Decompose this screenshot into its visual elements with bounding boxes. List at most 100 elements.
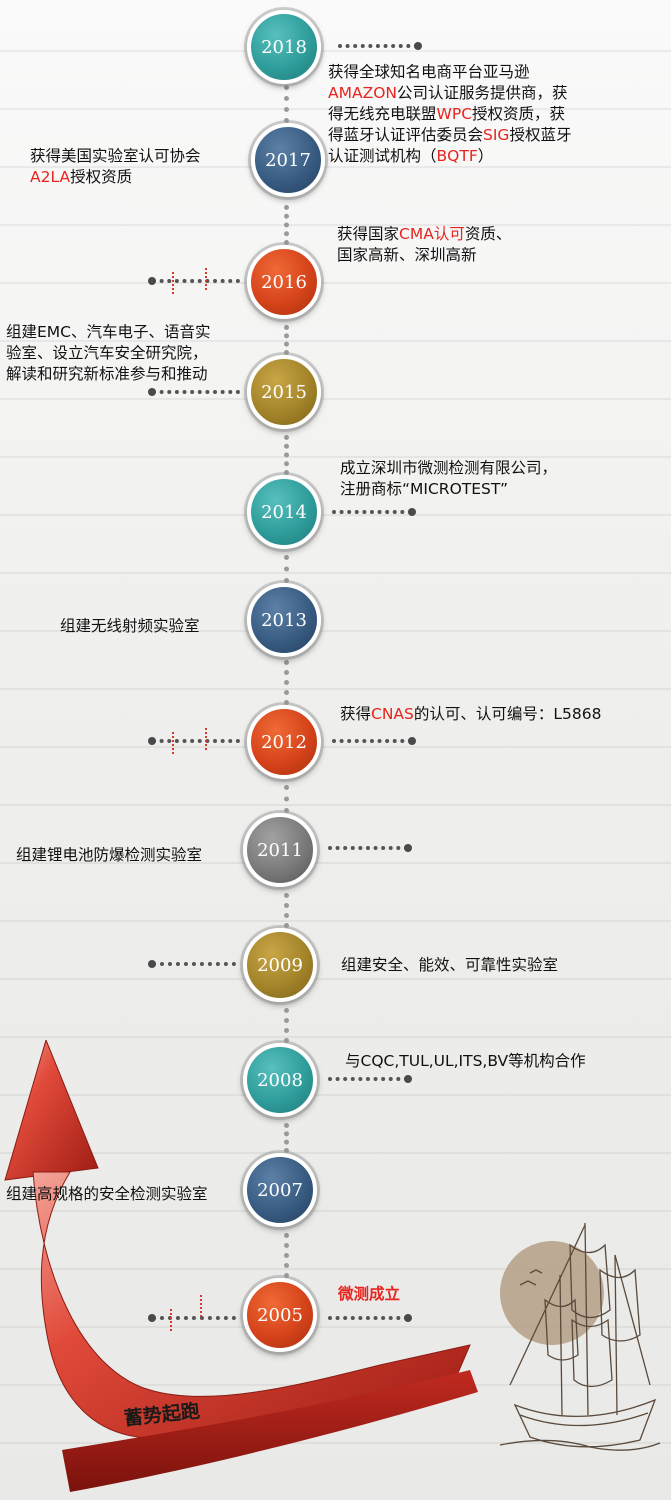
year-node-2014: 2014	[247, 475, 321, 549]
year-label: 2016	[261, 271, 307, 293]
timeline-spine	[284, 1233, 289, 1278]
connector-right	[328, 1075, 412, 1083]
milestone-text-2013: 组建无线射频实验室	[60, 616, 260, 637]
year-node-2013: 2013	[247, 583, 321, 657]
text-line: 国家高新、深圳高新	[337, 246, 477, 264]
connector-tick	[170, 1309, 172, 1331]
connector-tick	[200, 1295, 202, 1317]
highlight-word: AMAZON	[328, 84, 397, 102]
text-line: 注册商标“MICROTEST”	[340, 480, 509, 498]
connector-right	[328, 1314, 412, 1322]
timeline-spine	[284, 1123, 289, 1153]
milestone-text-2018: 获得全球知名电商平台亚马逊 AMAZON公司认证服务提供商，获 得无线充电联盟W…	[328, 62, 668, 167]
year-label: 2008	[257, 1069, 303, 1091]
text-line: 与CQC,TUL,UL,ITS,BV等机构合作	[345, 1052, 586, 1070]
connector-left	[148, 277, 240, 285]
connector-left	[148, 737, 240, 745]
year-node-2015: 2015	[247, 355, 321, 429]
text-segment: 资质、	[464, 225, 512, 243]
timeline-spine	[284, 785, 289, 813]
text-line: 认证测试机构（BQTF）	[328, 146, 668, 167]
highlight-word: CNAS	[371, 705, 414, 723]
text-segment: 授权蓝牙	[509, 126, 572, 144]
year-node-2012: 2012	[247, 705, 321, 779]
connector-tick	[205, 268, 207, 290]
year-node-2007: 2007	[243, 1153, 317, 1227]
year-node-2005: 2005	[243, 1278, 317, 1352]
connector-left	[148, 960, 236, 968]
timeline-spine	[284, 85, 289, 123]
text-line: A2LA授权资质	[30, 167, 250, 188]
year-node-2018: 2018	[247, 10, 321, 84]
timeline-spine	[284, 660, 289, 705]
text-line: 微测成立	[338, 1285, 401, 1303]
connector-right	[332, 737, 416, 745]
year-label: 2009	[257, 954, 303, 976]
text-line: 获得CNAS的认可、认可编号：L5868	[340, 704, 660, 725]
milestone-text-2016: 获得国家CMA认可资质、 国家高新、深圳高新	[337, 224, 657, 266]
year-node-2008: 2008	[243, 1043, 317, 1117]
timeline-spine	[284, 325, 289, 355]
connector-left	[148, 1314, 236, 1322]
year-label: 2018	[261, 36, 307, 58]
highlight-word: BQTF	[436, 147, 478, 165]
highlight-word: WPC	[436, 105, 473, 123]
text-line: 获得全球知名电商平台亚马逊	[328, 63, 530, 81]
connector-tick	[172, 732, 174, 754]
text-line: 组建无线射频实验室	[60, 617, 200, 635]
connector-right	[328, 844, 412, 852]
timeline-spine	[284, 893, 289, 928]
year-label: 2014	[261, 501, 307, 523]
text-segment: 获得国家	[337, 225, 400, 243]
year-label: 2013	[261, 609, 307, 631]
text-segment: 授权资质	[70, 168, 133, 186]
year-label: 2017	[265, 149, 311, 171]
milestone-text-2015: 组建EMC、汽车电子、语音实 验室、设立汽车安全研究院， 解读和研究新标准参与和…	[6, 322, 246, 385]
text-line: 获得美国实验室认可协会	[30, 147, 201, 165]
text-line: 组建EMC、汽车电子、语音实	[6, 323, 211, 341]
text-segment: 获得	[340, 705, 372, 723]
text-line: 获得国家CMA认可资质、	[337, 224, 657, 245]
milestone-text-2017: 获得美国实验室认可协会 A2LA授权资质	[30, 146, 250, 188]
sailing-ship-icon	[499, 1222, 661, 1451]
milestone-text-2005: 微测成立	[338, 1284, 488, 1305]
highlight-word: A2LA	[30, 168, 71, 186]
text-segment: 的认可、认可编号：L5868	[413, 705, 602, 723]
year-label: 2012	[261, 731, 307, 753]
year-node-2017: 2017	[251, 123, 325, 197]
year-label: 2011	[257, 839, 303, 861]
milestone-text-2011: 组建锂电池防爆检测实验室	[16, 845, 256, 866]
connector-left	[148, 388, 240, 396]
text-line: 得无线充电联盟WPC授权资质，获	[328, 104, 668, 125]
text-line: 成立深圳市微测检测有限公司，	[340, 459, 558, 477]
rising-arrow-icon	[4, 1040, 478, 1492]
text-line: 验室、设立汽车安全研究院，	[6, 344, 208, 362]
connector-right	[332, 508, 416, 516]
year-label: 2005	[257, 1304, 303, 1326]
text-segment: 得蓝牙认证评估委员会	[328, 126, 484, 144]
milestone-text-2009: 组建安全、能效、可靠性实验室	[341, 955, 641, 976]
connector-right	[338, 42, 422, 50]
text-segment: 公司认证服务提供商，获	[397, 84, 568, 102]
highlight-word: SIG	[483, 126, 510, 144]
connector-tick	[172, 272, 174, 294]
milestone-text-2008: 与CQC,TUL,UL,ITS,BV等机构合作	[345, 1051, 645, 1072]
text-segment: 得无线充电联盟	[328, 105, 437, 123]
text-line: 组建安全、能效、可靠性实验室	[341, 956, 559, 974]
timeline-spine	[284, 1008, 289, 1043]
year-node-2016: 2016	[247, 245, 321, 319]
milestone-text-2014: 成立深圳市微测检测有限公司， 注册商标“MICROTEST”	[340, 458, 660, 500]
connector-tick	[205, 728, 207, 750]
text-line: AMAZON公司认证服务提供商，获	[328, 83, 668, 104]
timeline-spine	[284, 555, 289, 583]
text-line: 组建锂电池防爆检测实验室	[16, 846, 203, 864]
timeline-spine	[284, 435, 289, 475]
timeline-spine	[284, 205, 289, 245]
year-node-2011: 2011	[243, 813, 317, 887]
year-label: 2015	[261, 381, 307, 403]
milestone-text-2007: 组建高规格的安全检测实验室	[6, 1184, 246, 1205]
highlight-word: CMA认可	[399, 225, 465, 243]
text-line: 解读和研究新标准参与和推动	[6, 365, 208, 383]
text-line: 组建高规格的安全检测实验室	[6, 1185, 208, 1203]
